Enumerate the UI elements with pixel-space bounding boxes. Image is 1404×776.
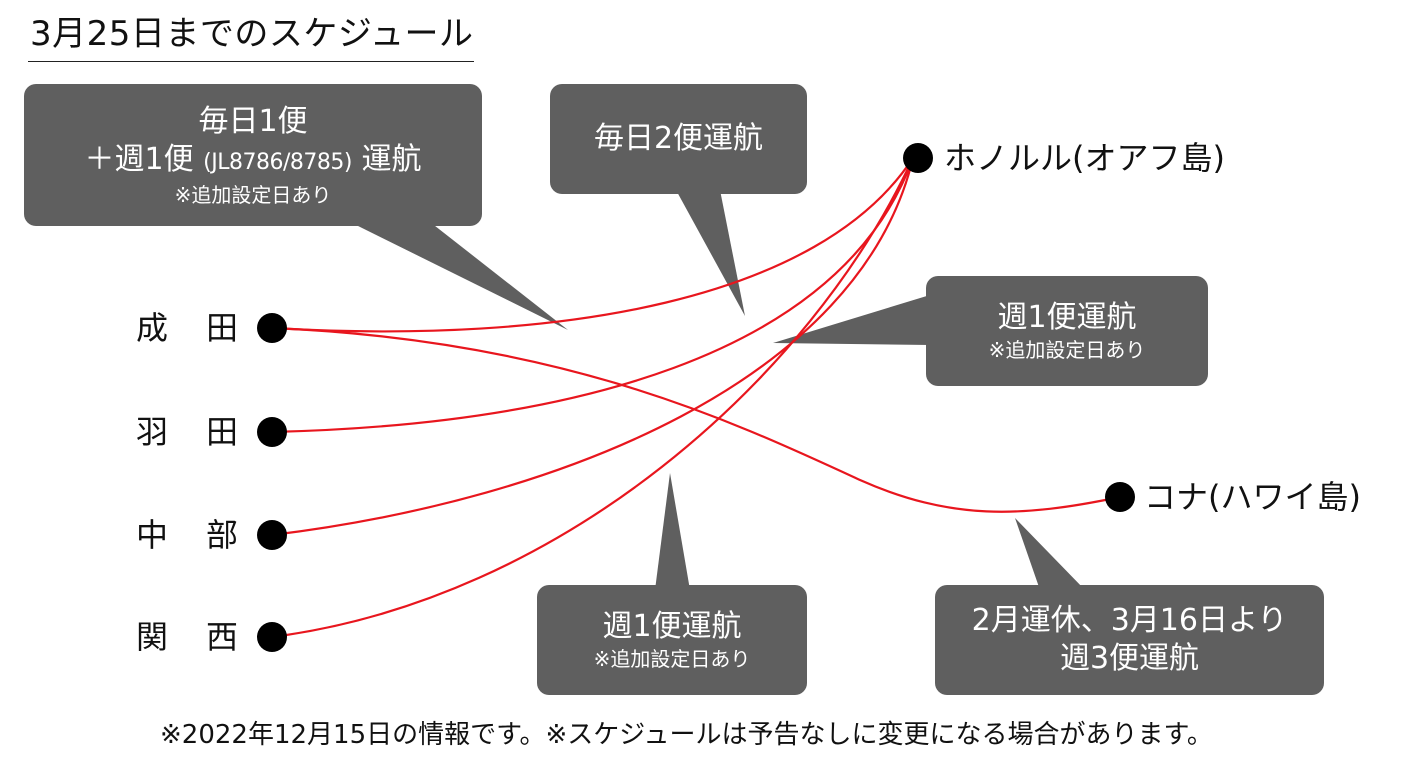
kona-callout-line2: 週3便運航 [1059, 641, 1200, 676]
narita-callout: 毎日1便 ＋週1便 (JL8786/8785) 運航 ※追加設定日あり [24, 84, 482, 226]
footnote: ※2022年12月15日の情報です。※スケジュールは予告なしに変更になる場合があ… [160, 720, 1213, 750]
narita-callout-line1: 毎日1便 [198, 103, 308, 139]
chubu-callout-pointer [773, 295, 930, 345]
origin-haneda-char2: 田 [206, 413, 239, 451]
narita-callout-flight-numbers: (JL8786/8785) [203, 149, 352, 175]
honolulu-dot [903, 143, 933, 173]
origin-kansai: 関 西 [136, 618, 238, 656]
chubu-dot [257, 520, 287, 550]
kansai-callout-line1: 週1便運航 [602, 609, 742, 644]
narita-callout-pointer [350, 222, 568, 330]
origin-kansai-char1: 関 [136, 618, 169, 656]
haneda-dot [257, 417, 287, 447]
destination-kona: コナ(ハワイ島) [1144, 478, 1361, 516]
origin-haneda: 羽 田 [136, 413, 238, 451]
route-narita-honolulu [271, 157, 914, 333]
route-narita-kona [271, 326, 1121, 513]
kona-callout: 2月運休、3月16日より 週3便運航 [935, 585, 1324, 695]
narita-dot [257, 313, 287, 343]
narita-callout-line2-prefix: ＋週1便 [84, 141, 194, 177]
kona-dot [1105, 482, 1135, 512]
chubu-callout: 週1便運航 ※追加設定日あり [926, 276, 1208, 386]
origin-chubu-char2: 部 [206, 516, 239, 554]
route-chubu-honolulu [271, 157, 915, 537]
origin-narita-char2: 田 [206, 309, 239, 347]
origin-chubu: 中 部 [136, 516, 238, 554]
chubu-callout-note: ※追加設定日あり [988, 338, 1146, 362]
origin-kansai-char2: 西 [206, 618, 239, 656]
haneda-callout-line1: 毎日2便運航 [593, 121, 764, 156]
destination-honolulu: ホノルル(オアフ島) [944, 139, 1225, 177]
origin-chubu-char1: 中 [136, 516, 169, 554]
kansai-callout: 週1便運航 ※追加設定日あり [537, 585, 807, 695]
kona-callout-pointer [1015, 518, 1085, 590]
kansai-dot [257, 622, 287, 652]
haneda-callout: 毎日2便運航 [550, 84, 807, 194]
page-title: 3月25日までのスケジュール [30, 14, 474, 54]
origin-narita: 成 田 [136, 309, 238, 347]
narita-callout-line2-suffix: 運航 [361, 141, 422, 177]
chubu-callout-line1: 週1便運航 [997, 300, 1137, 335]
kansai-callout-pointer [655, 473, 690, 590]
origin-narita-char1: 成 [136, 309, 169, 347]
origin-haneda-char1: 羽 [136, 413, 169, 451]
route-kansai-honolulu [271, 157, 914, 639]
title-underline [28, 61, 474, 62]
narita-callout-note: ※追加設定日あり [174, 182, 332, 207]
kona-callout-line1: 2月運休、3月16日より [971, 603, 1288, 638]
narita-callout-line2: ＋週1便 (JL8786/8785) 運航 [85, 141, 422, 182]
kansai-callout-note: ※追加設定日あり [593, 647, 751, 671]
